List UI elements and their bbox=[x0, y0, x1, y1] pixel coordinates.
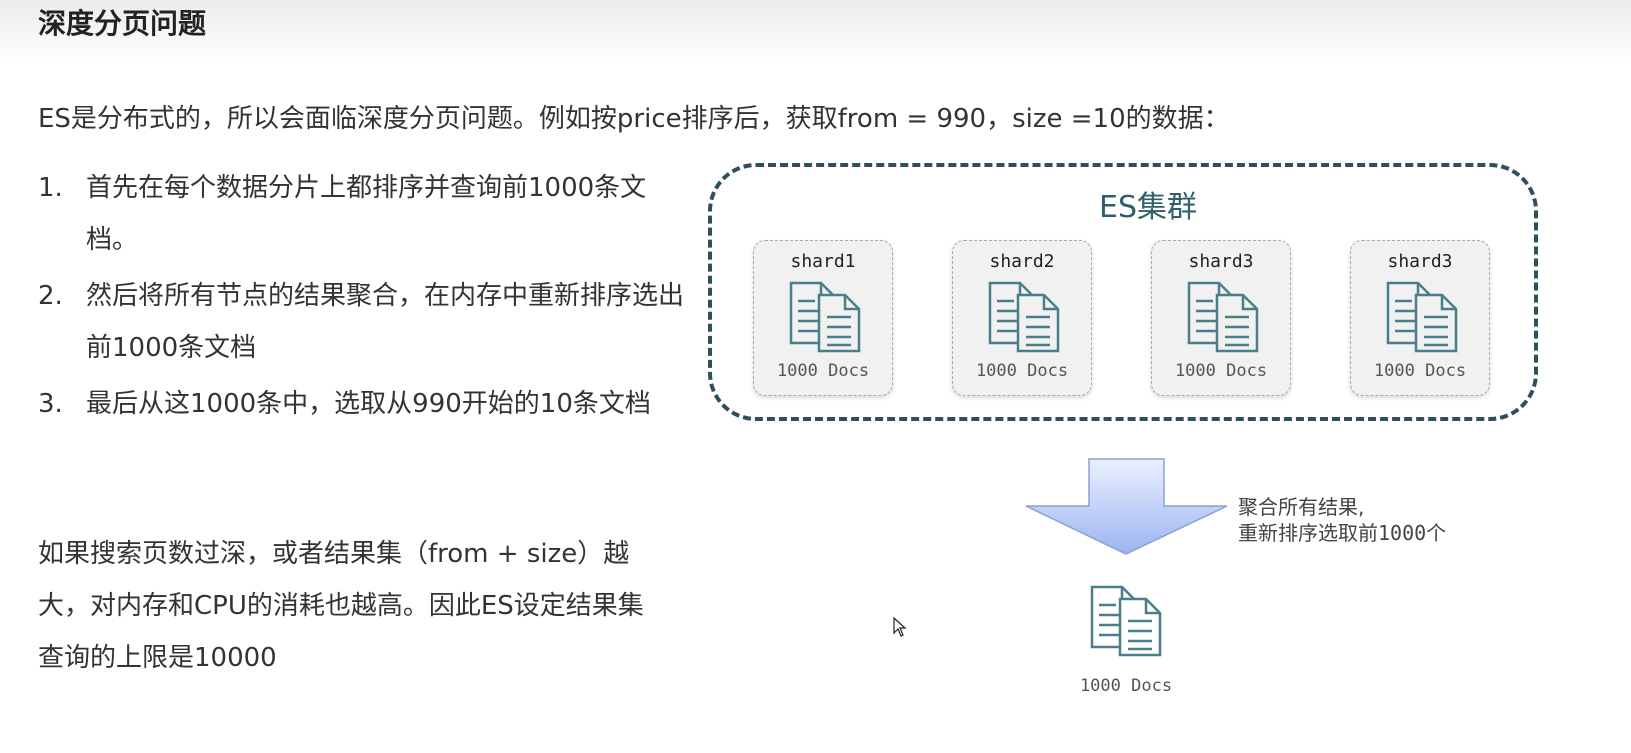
shard-name: shard3 bbox=[1188, 251, 1254, 272]
header-bar bbox=[0, 0, 1631, 62]
document-stack-icon bbox=[1090, 585, 1162, 657]
list-item: 2. 然后将所有节点的结果聚合，在内存中重新排序选出前1000条文档 bbox=[38, 270, 684, 374]
steps-list: 1. 首先在每个数据分片上都排序并查询前1000条文档。 2. 然后将所有节点的… bbox=[38, 162, 684, 434]
step-number: 3. bbox=[38, 389, 63, 419]
shard-name: shard2 bbox=[989, 251, 1055, 272]
step-number: 2. bbox=[38, 281, 63, 311]
shard-name: shard3 bbox=[1387, 251, 1453, 272]
step-number: 1. bbox=[38, 173, 63, 203]
step-text: 然后将所有节点的结果聚合，在内存中重新排序选出前1000条文档 bbox=[86, 281, 685, 363]
intro-text: ES是分布式的，所以会面临深度分页问题。例如按price排序后，获取from =… bbox=[38, 104, 1230, 134]
note-number: 1000 bbox=[1378, 521, 1427, 545]
shard-doc-count: 1000 Docs bbox=[776, 361, 870, 381]
shard-doc-count: 1000 Docs bbox=[1174, 361, 1268, 381]
shard-doc-count: 1000 Docs bbox=[1373, 361, 1467, 381]
cluster-label: ES集群 bbox=[1099, 190, 1197, 225]
aggregate-note-line2: 重新排序选取前1000个 bbox=[1238, 520, 1446, 546]
shard-name: shard1 bbox=[790, 251, 856, 272]
conclusion-text: 如果搜索页数过深，或者结果集（from + size）越大，对内存和CPU的消耗… bbox=[38, 539, 644, 673]
step-text: 首先在每个数据分片上都排序并查询前1000条文档。 bbox=[86, 173, 647, 255]
shard-card: shard2 1000 Docs bbox=[952, 240, 1092, 396]
document-stack-icon bbox=[988, 281, 1060, 353]
list-item: 3. 最后从这1000条中，选取从990开始的10条文档 bbox=[38, 378, 658, 430]
down-arrow-icon bbox=[1025, 458, 1228, 555]
note-suffix: 个 bbox=[1426, 521, 1447, 545]
shard-card: shard3 1000 Docs bbox=[1350, 240, 1490, 396]
document-stack-icon bbox=[1187, 281, 1259, 353]
mouse-pointer-icon bbox=[893, 617, 907, 637]
result-doc-count: 1000 Docs bbox=[1079, 676, 1173, 696]
shard-card: shard1 1000 Docs bbox=[753, 240, 893, 396]
shard-card: shard3 1000 Docs bbox=[1151, 240, 1291, 396]
es-cluster-box bbox=[708, 163, 1538, 421]
step-text: 最后从这1000条中，选取从990开始的10条文档 bbox=[86, 389, 651, 419]
aggregate-note-line1: 聚合所有结果, bbox=[1238, 495, 1365, 519]
note-prefix: 重新排序选取前 bbox=[1238, 521, 1378, 545]
aggregate-note: 聚合所有结果, 重新排序选取前1000个 bbox=[1238, 494, 1446, 546]
document-stack-icon bbox=[1386, 281, 1458, 353]
document-stack-icon bbox=[789, 281, 861, 353]
list-item: 1. 首先在每个数据分片上都排序并查询前1000条文档。 bbox=[38, 162, 658, 266]
page-title: 深度分页问题 bbox=[38, 7, 207, 40]
shard-doc-count: 1000 Docs bbox=[975, 361, 1069, 381]
